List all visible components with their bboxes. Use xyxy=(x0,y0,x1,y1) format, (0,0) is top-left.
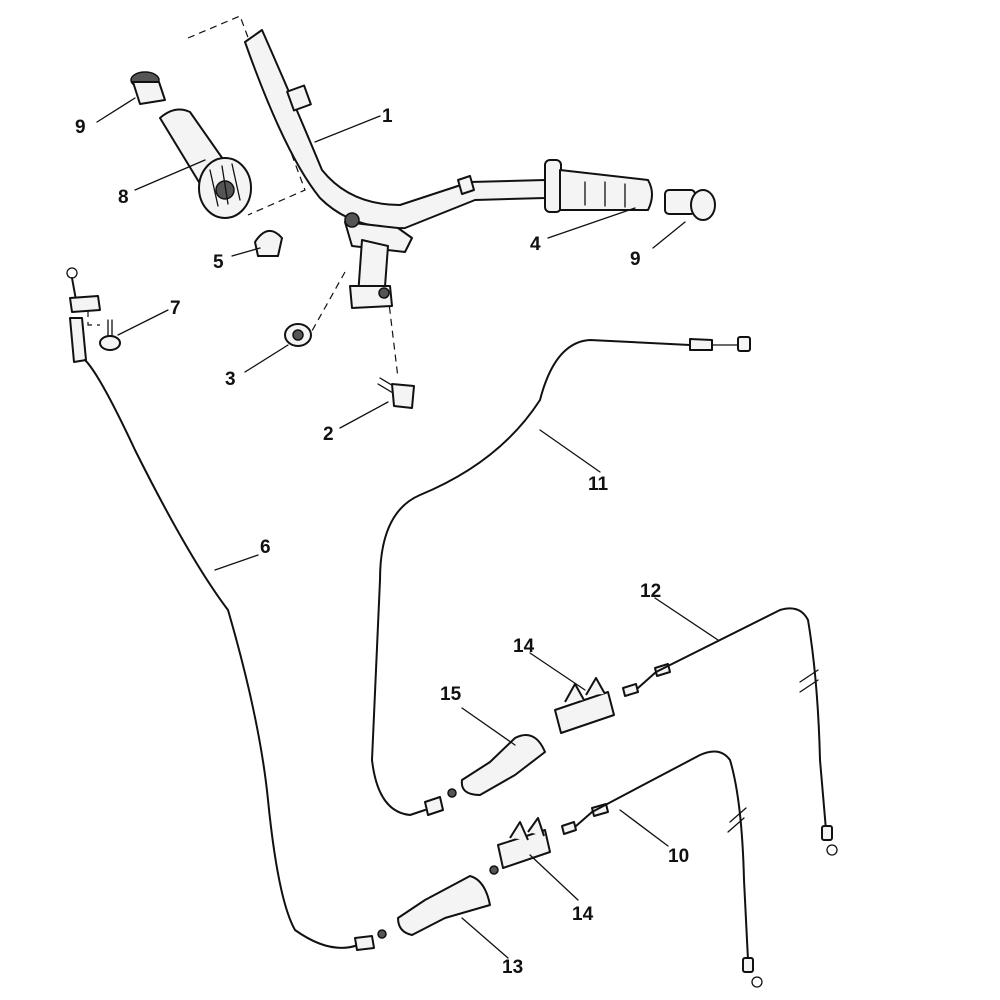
callout-14-lower: 14 xyxy=(572,904,594,925)
callout-11: 11 xyxy=(588,474,609,495)
cable-joint-lower xyxy=(489,817,551,875)
callout-5: 5 xyxy=(213,252,224,273)
right-end-weight xyxy=(664,189,716,221)
boot-13 xyxy=(397,875,491,936)
callout-15: 15 xyxy=(440,684,462,705)
callout-12: 12 xyxy=(640,581,661,602)
left-grip-throttle xyxy=(159,108,252,219)
cable-12 xyxy=(622,607,838,856)
callout-14-upper: 14 xyxy=(513,636,535,657)
cable-11 xyxy=(371,336,751,816)
nut-3 xyxy=(284,323,312,347)
cable-joint-upper xyxy=(554,677,615,734)
handlebar xyxy=(244,29,546,309)
leader-lines xyxy=(96,97,719,959)
callout-7: 7 xyxy=(170,298,181,319)
cable-6 xyxy=(66,267,387,951)
left-end-weight xyxy=(130,71,166,105)
callout-4: 4 xyxy=(530,234,541,255)
callout-10: 10 xyxy=(668,846,689,867)
cable-10 xyxy=(561,750,763,988)
callout-13: 13 xyxy=(502,957,523,978)
callout-labels: 1 2 3 4 5 6 7 8 9 9 10 11 12 13 14 14 15 xyxy=(75,106,689,978)
callout-6: 6 xyxy=(260,537,271,558)
callout-8: 8 xyxy=(118,187,129,208)
callout-9-right: 9 xyxy=(630,249,641,270)
callout-3: 3 xyxy=(225,369,236,390)
clip-5 xyxy=(254,230,283,257)
bolt-2 xyxy=(377,377,415,409)
callout-9-left: 9 xyxy=(75,117,86,138)
screw-7 xyxy=(99,319,121,351)
callout-2: 2 xyxy=(323,424,334,445)
boot-15 xyxy=(460,734,546,796)
callout-1: 1 xyxy=(382,106,393,127)
right-grip xyxy=(544,159,653,213)
